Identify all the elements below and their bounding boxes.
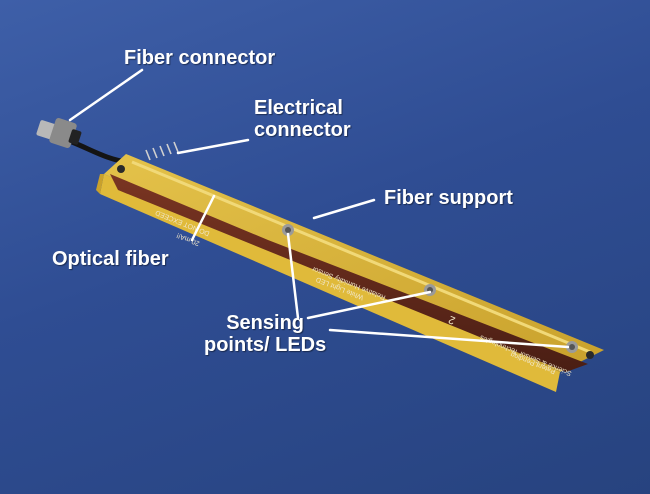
callout-optical-fiber: Optical fiber bbox=[52, 248, 169, 270]
mount-hole-right bbox=[586, 351, 594, 359]
callout-fiber-support: Fiber support bbox=[384, 187, 513, 209]
callout-sensing-points: Sensing points/ LEDs bbox=[204, 312, 326, 356]
leader-optical-fiber bbox=[190, 194, 216, 242]
pcb-face bbox=[110, 174, 588, 372]
callout-electrical-line2: connector bbox=[254, 119, 351, 141]
board-top bbox=[104, 154, 604, 372]
sensing-point bbox=[282, 224, 294, 236]
callout-electrical-line1: Electrical bbox=[254, 97, 343, 119]
callout-fiber-connector: Fiber connector bbox=[124, 47, 276, 69]
board-front-face bbox=[96, 174, 104, 194]
fiber-connector bbox=[36, 118, 82, 148]
leader-sensing-1 bbox=[286, 232, 300, 320]
leader-sensing-2 bbox=[306, 290, 432, 320]
fiber-cable bbox=[71, 139, 129, 165]
fiber-channel bbox=[131, 160, 591, 354]
callout-sensing-line1: Sensing bbox=[226, 312, 305, 334]
callout-electrical-connector: Electrical connector bbox=[254, 97, 351, 141]
leader-fiber-connector bbox=[68, 68, 144, 122]
callout-sensing-line2: points/ LEDs bbox=[204, 334, 327, 356]
sensing-point bbox=[566, 341, 578, 353]
electrical-connector-pins bbox=[145, 141, 179, 161]
leader-sensing-3 bbox=[328, 328, 570, 349]
leader-fiber-support bbox=[312, 198, 376, 220]
sensing-point bbox=[424, 284, 436, 296]
mount-hole-left bbox=[117, 165, 125, 173]
pcb-board-number: 2 bbox=[447, 313, 457, 326]
leader-electrical-connector bbox=[176, 138, 250, 155]
